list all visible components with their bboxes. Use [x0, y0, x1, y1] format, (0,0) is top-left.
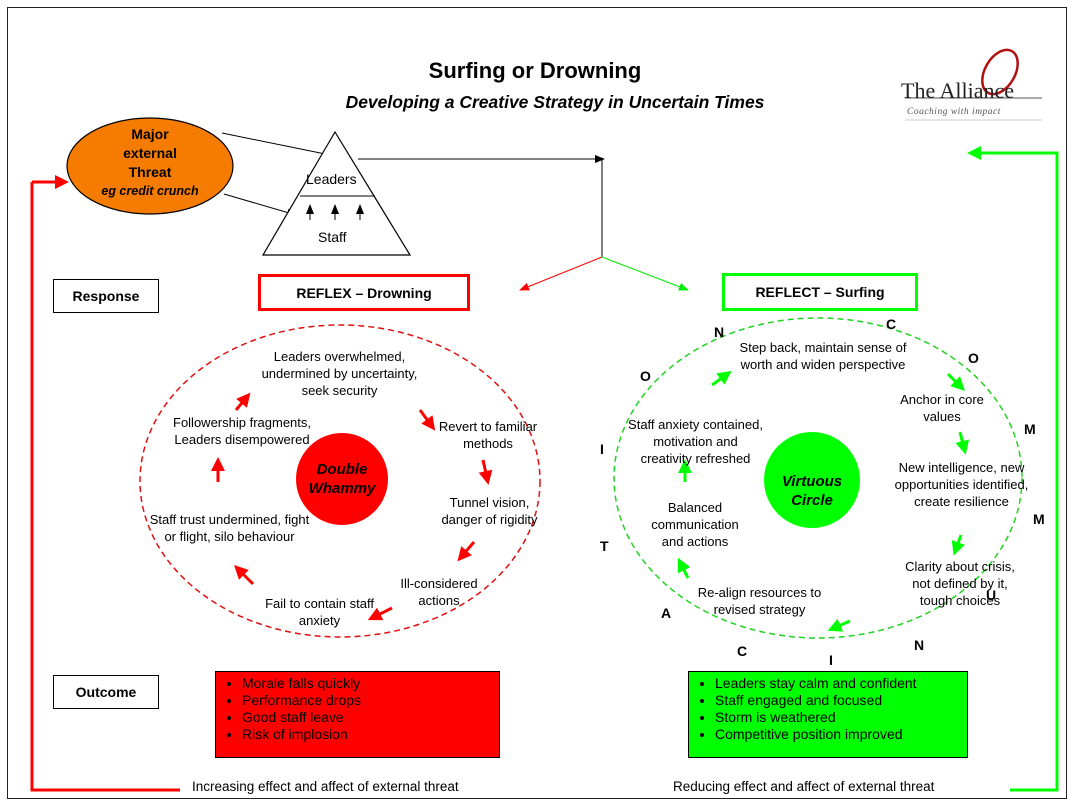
- reflect-cycle-arrow: [946, 372, 965, 391]
- reflect-step-staff-anxiety: Staff anxiety contained, motivation and …: [628, 417, 763, 466]
- reflex-dashed-circle: [139, 324, 541, 638]
- reflect-step-new-intelligence: New intelligence, new opportunities iden…: [894, 460, 1029, 509]
- communication-letter: M: [1024, 421, 1036, 437]
- virtuous-circle-label: Virtuous Circle: [766, 472, 858, 510]
- reflex-outcome-item: Performance drops: [242, 692, 499, 709]
- reflect-cycle-arrow: [827, 618, 851, 632]
- logo-tagline: Coaching with impact: [907, 107, 1001, 117]
- communication-letter: I: [829, 652, 833, 668]
- pyramid-leaders-label: Leaders: [306, 171, 357, 187]
- page-subtitle: Developing a Creative Strategy in Uncert…: [345, 92, 765, 112]
- slide-border: [7, 7, 1067, 799]
- communication-letter: C: [737, 643, 748, 659]
- reflect-cycle-arrow: [955, 431, 970, 455]
- threat-line-3: Threat: [128, 164, 172, 180]
- reflect-outcome-item: Competitive position improved: [715, 726, 967, 743]
- reflect-footer: Reducing effect and affect of external t…: [673, 779, 935, 794]
- split-arrow-red: [519, 256, 603, 291]
- pyramid-staff-label: Staff: [318, 229, 347, 245]
- reflect-cycle-arrow: [951, 534, 965, 556]
- communication-letter: N: [714, 324, 725, 340]
- communication-letter: O: [640, 368, 651, 384]
- virtuous-circle-line-2: Circle: [791, 492, 833, 509]
- communication-letter: U: [986, 587, 997, 603]
- green-feedback-line: [980, 151, 1059, 792]
- split-arrow-green: [601, 256, 689, 291]
- double-whammy-line-1: Double: [316, 461, 368, 478]
- reflect-outcome-item: Leaders stay calm and confident: [715, 675, 967, 692]
- reflect-step-realign: Re-align resources to revised strategy: [697, 585, 822, 617]
- logo-name: The Alliance: [901, 78, 1015, 103]
- reflex-outcome-list: Morale falls quickly Performance drops G…: [230, 675, 499, 743]
- communication-letter: O: [968, 350, 979, 366]
- reflex-cycle-arrow: [418, 409, 436, 431]
- outcome-label: Outcome: [53, 675, 159, 709]
- reflect-step-anchor: Anchor in core values: [900, 392, 984, 424]
- reflect-step-step-back: Step back, maintain sense of worth and w…: [739, 340, 907, 372]
- threat-ellipse: [66, 117, 234, 215]
- reflex-outcome-item: Risk of implosion: [242, 726, 499, 743]
- reflex-outcome-item: Good staff leave: [242, 709, 499, 726]
- reflex-cycle-arrow: [234, 565, 255, 586]
- reflex-step-leaders-overwhelmed: Leaders overwhelmed, undermined by uncer…: [261, 349, 418, 398]
- reflex-cycle-arrow: [478, 459, 493, 485]
- alliance-logo: The Alliance Coaching with impact: [897, 55, 1047, 125]
- threat-example: eg credit crunch: [101, 184, 199, 198]
- communication-letter: I: [600, 441, 604, 457]
- reflex-step-staff-trust: Staff trust undermined, fight or flight,…: [149, 512, 310, 544]
- threat-label: Major external Threat eg credit crunch: [70, 125, 230, 201]
- reflect-outcome-item: Storm is weathered: [715, 709, 967, 726]
- reflect-surfing-box: REFLECT – Surfing: [722, 273, 918, 311]
- reflex-step-tunnel-vision: Tunnel vision, danger of rigidity: [441, 495, 538, 527]
- reflex-cycle-arrow: [234, 392, 251, 411]
- reflex-step-ill-considered: Ill-considered actions: [400, 576, 478, 608]
- response-label: Response: [53, 279, 159, 313]
- reflex-cycle-arrow: [367, 606, 393, 621]
- reflect-step-balanced: Balanced communication and actions: [651, 500, 739, 549]
- reflex-step-revert: Revert to familiar methods: [438, 419, 538, 451]
- communication-letter: T: [600, 538, 609, 554]
- double-whammy-label: Double Whammy: [296, 460, 388, 498]
- reflex-footer: Increasing effect and affect of external…: [192, 779, 459, 794]
- threat-to-leaders-arrow: [221, 132, 341, 160]
- reflex-outcome-box: Morale falls quickly Performance drops G…: [215, 671, 500, 758]
- reflect-outcome-item: Staff engaged and focused: [715, 692, 967, 709]
- reflex-step-followership: Followership fragments, Leaders disempow…: [173, 415, 311, 447]
- double-whammy-line-2: Whammy: [308, 480, 376, 497]
- reflex-step-fail-to-contain: Fail to contain staff anxiety: [265, 596, 374, 628]
- double-whammy-circle: [296, 433, 388, 525]
- reflect-cycle-arrow: [711, 370, 732, 387]
- reflex-outcome-item: Morale falls quickly: [242, 675, 499, 692]
- threat-line-2: external: [123, 145, 177, 161]
- virtuous-circle-line-1: Virtuous: [781, 473, 843, 490]
- reflect-dashed-circle: [613, 317, 1023, 639]
- page-title: Surfing or Drowning: [428, 58, 642, 83]
- reflex-drowning-box: REFLEX – Drowning: [258, 274, 470, 311]
- reflect-outcome-box: Leaders stay calm and confident Staff en…: [688, 671, 968, 758]
- reflex-cycle-arrow: [457, 541, 476, 562]
- pyramid: [261, 130, 412, 256]
- communication-letter: N: [914, 637, 925, 653]
- communication-letter: A: [661, 605, 672, 621]
- alliance-logo-swoosh: [905, 48, 1042, 121]
- reflect-step-clarity: Clarity about crisis, not defined by it,…: [905, 559, 1015, 608]
- virtuous-circle-disc: [764, 432, 860, 528]
- red-feedback-line: [30, 182, 180, 792]
- reflect-cycle-arrow: [677, 557, 691, 579]
- communication-letter: M: [1033, 511, 1045, 527]
- reflect-outcome-list: Leaders stay calm and confident Staff en…: [703, 675, 967, 743]
- threat-line-1: Major: [131, 126, 169, 142]
- communication-letter: C: [886, 316, 897, 332]
- threat-to-staff-arrow: [223, 193, 297, 217]
